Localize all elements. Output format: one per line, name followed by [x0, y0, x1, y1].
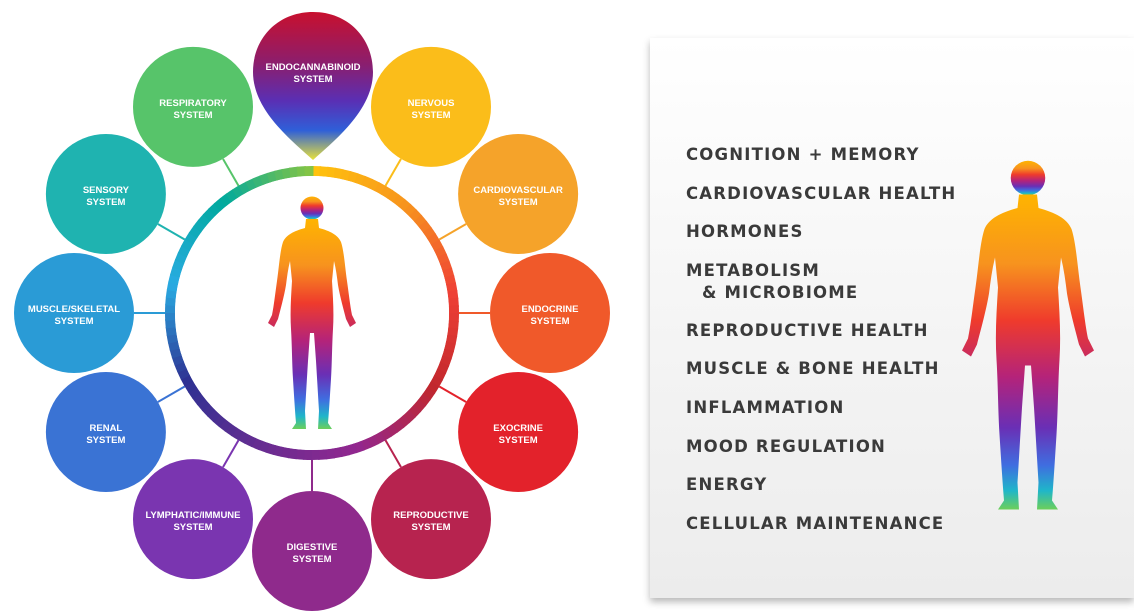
system-node-label: SENSORY [83, 185, 130, 196]
endocannabinoid-label-line2: SYSTEM [293, 74, 332, 85]
benefit-item: CELLULAR MAINTENANCE [686, 505, 956, 544]
connector-line [158, 224, 185, 240]
system-node-label: RESPIRATORY [159, 98, 227, 109]
benefit-item: INFLAMMATION [686, 389, 956, 428]
benefits-card: COGNITION + MEMORY CARDIOVASCULAR HEALTH… [650, 38, 1134, 598]
endocannabinoid-node: ENDOCANNABINOID SYSTEM [253, 12, 373, 160]
benefit-item: ENERGY [686, 466, 956, 505]
system-node-label: SYSTEM [54, 316, 93, 327]
connector-line [386, 440, 402, 467]
benefit-item: REPRODUCTIVE HEALTH [686, 312, 956, 351]
system-node-label: SYSTEM [499, 435, 538, 446]
connector-line [223, 440, 239, 467]
system-node-label: SYSTEM [86, 435, 125, 446]
system-node-label: RENAL [90, 423, 123, 434]
system-node-label: SYSTEM [411, 522, 450, 533]
system-node-label: SYSTEM [411, 110, 450, 121]
system-node-label: SYSTEM [86, 197, 125, 208]
benefit-item: CARDIOVASCULAR HEALTH [686, 175, 956, 214]
benefit-item: COGNITION + MEMORY [686, 136, 956, 175]
system-node-label: LYMPHATIC/IMMUNE [146, 510, 241, 521]
system-node-label: REPRODUCTIVE [393, 510, 468, 521]
benefit-item: MUSCLE & BONE HEALTH [686, 350, 956, 389]
system-node-label: SYSTEM [173, 522, 212, 533]
system-node-label: SYSTEM [499, 197, 538, 208]
system-node-label: NERVOUS [408, 98, 455, 109]
endocannabinoid-label-line1: ENDOCANNABINOID [266, 62, 361, 73]
system-node-label: EXOCRINE [493, 423, 543, 434]
human-body-figure-icon [938, 90, 1118, 595]
benefit-item: HORMONES [686, 213, 956, 252]
benefit-item: METABOLISM [686, 252, 956, 282]
system-node-label: ENDOCRINE [521, 304, 578, 315]
benefit-list: COGNITION + MEMORY CARDIOVASCULAR HEALTH… [686, 136, 956, 543]
system-node-label: SYSTEM [292, 554, 331, 565]
system-node-label: SYSTEM [530, 316, 569, 327]
connector-line [386, 159, 402, 186]
system-node-label: SYSTEM [173, 110, 212, 121]
benefit-item-continued: & MICROBIOME [686, 282, 956, 304]
endocannabinoid-drop-shape [253, 12, 373, 160]
connector-line [439, 387, 466, 403]
connector-line [223, 159, 239, 186]
system-node-label: DIGESTIVE [287, 542, 338, 553]
connector-line [158, 387, 185, 403]
system-node-label: MUSCLE/SKELETAL [28, 304, 120, 315]
system-node-label: CARDIOVASCULAR [473, 185, 563, 196]
benefit-item: MOOD REGULATION [686, 428, 956, 467]
connector-line [439, 224, 466, 240]
